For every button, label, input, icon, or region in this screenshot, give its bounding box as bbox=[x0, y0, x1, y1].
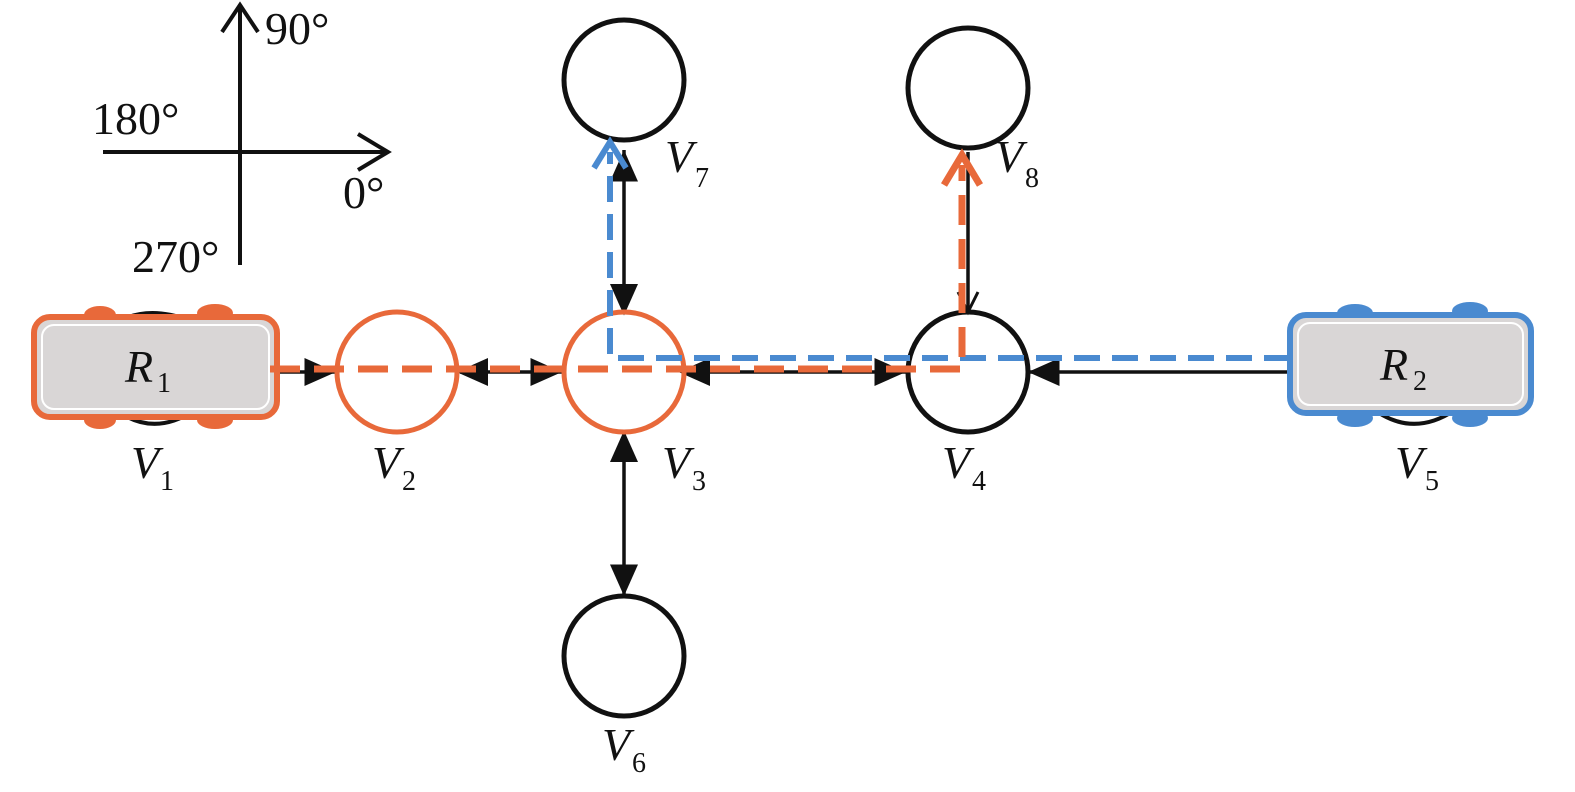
label-v8: V bbox=[995, 131, 1028, 182]
compass-north-label: 90° bbox=[265, 3, 329, 54]
label-v4-sub: 4 bbox=[972, 466, 986, 497]
node-labels: V 1 V 2 V 3 V 4 V 5 V 6 V 7 V 8 bbox=[131, 131, 1439, 779]
robot-r1: R 1 bbox=[31, 304, 280, 429]
compass: 90° 180° 0° 270° bbox=[92, 1, 392, 282]
path-r2 bbox=[607, 152, 1290, 361]
compass-south-label: 270° bbox=[132, 231, 219, 282]
robot-r1-inner-border bbox=[41, 324, 270, 410]
label-v3-sub: 3 bbox=[692, 466, 706, 497]
robot-r1-label: R bbox=[124, 341, 153, 392]
label-v2-sub: 2 bbox=[402, 466, 416, 497]
robot-r2-label: R bbox=[1379, 339, 1408, 390]
label-v3: V bbox=[662, 437, 695, 488]
compass-east-arrowhead bbox=[356, 132, 392, 172]
label-v7-sub: 7 bbox=[695, 163, 709, 194]
compass-west-label: 180° bbox=[92, 93, 179, 144]
label-v6: V bbox=[602, 719, 635, 770]
node-v7 bbox=[561, 17, 687, 143]
robot-r2-label-sub: 2 bbox=[1413, 366, 1427, 397]
robot-r2-inner-border bbox=[1297, 322, 1524, 406]
label-v7: V bbox=[665, 131, 698, 182]
graph-edges bbox=[270, 150, 1290, 596]
label-v1-sub: 1 bbox=[160, 466, 174, 497]
label-v2: V bbox=[372, 437, 405, 488]
path-r1 bbox=[270, 165, 966, 373]
path-r1-arrowhead bbox=[940, 148, 984, 187]
robot-r2-body bbox=[1287, 312, 1534, 416]
node-v8 bbox=[905, 25, 1031, 151]
planned-paths bbox=[270, 136, 1290, 373]
label-v8-sub: 8 bbox=[1025, 163, 1039, 194]
label-v6-sub: 6 bbox=[632, 748, 646, 779]
label-v5-sub: 5 bbox=[1425, 466, 1439, 497]
node-v4 bbox=[905, 309, 1031, 435]
label-v1: V bbox=[131, 437, 164, 488]
node-v2 bbox=[334, 309, 460, 435]
label-v5: V bbox=[1395, 437, 1428, 488]
label-v4: V bbox=[942, 437, 975, 488]
node-v6 bbox=[561, 593, 687, 719]
robot-r1-body bbox=[31, 314, 280, 420]
robot-r1-label-sub: 1 bbox=[157, 368, 171, 399]
robot-r2: R 2 bbox=[1287, 302, 1534, 427]
compass-east-label: 0° bbox=[343, 167, 384, 218]
compass-north-arrowhead bbox=[220, 1, 260, 34]
path-r2-arrowhead bbox=[591, 136, 629, 170]
